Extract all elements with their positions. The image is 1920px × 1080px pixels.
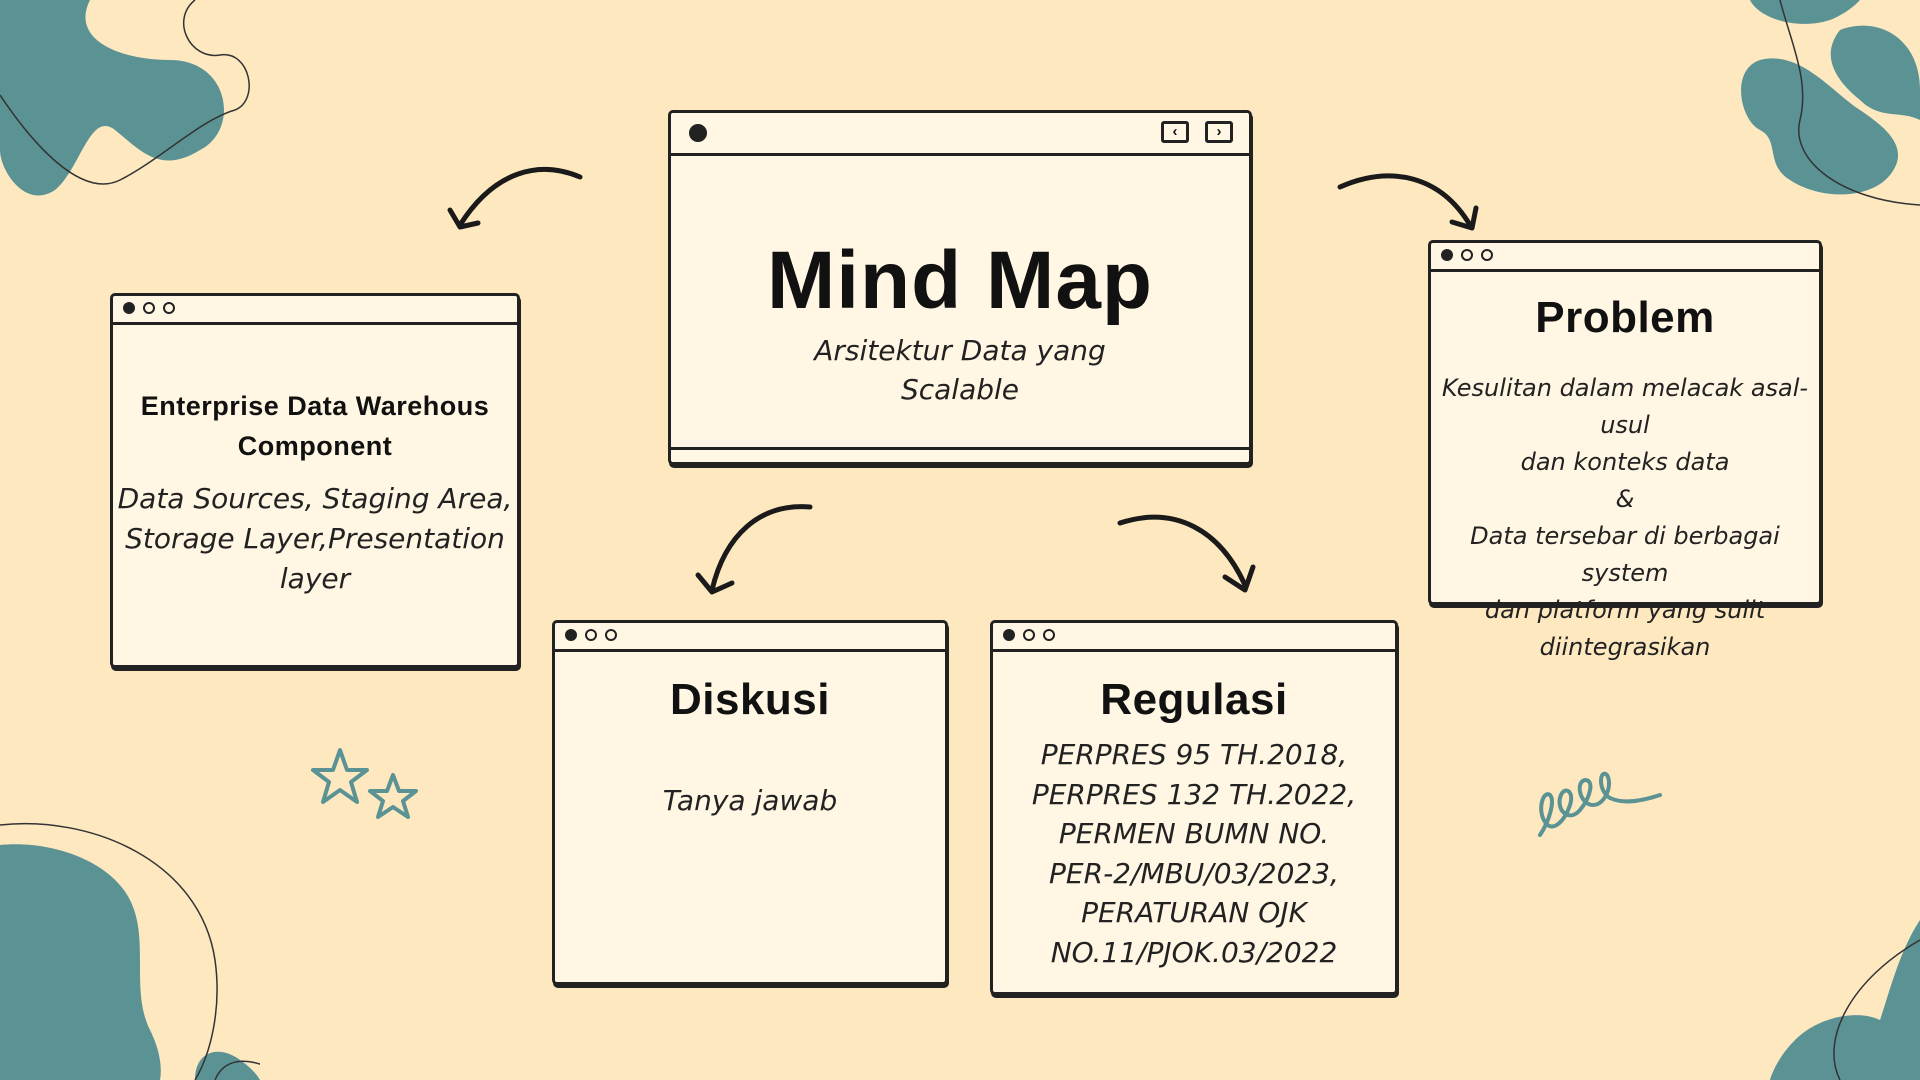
- node-problem: Problem Kesulitan dalam melacak asal-usu…: [1428, 240, 1822, 661]
- window-dot-icon: [1441, 249, 1453, 261]
- window-dot-icon: [1461, 249, 1473, 261]
- window-dot-icon: [1481, 249, 1493, 261]
- node-title: Diskusi: [669, 675, 830, 724]
- node-body: Data Sources, Staging Area, Storage Laye…: [117, 482, 513, 595]
- blob-bottom-right: [1770, 920, 1920, 1080]
- node-title: Problem: [1535, 293, 1715, 342]
- window-dot-icon: [123, 302, 135, 314]
- window-title-bar: [113, 296, 517, 325]
- window-dot-icon: [689, 124, 707, 142]
- star-icon: [311, 748, 418, 819]
- window-dot-icon: [1003, 629, 1015, 641]
- window-dot-icon: [1023, 629, 1035, 641]
- node-title: Regulasi: [1100, 675, 1288, 724]
- page-subtitle: Arsitektur Data yang Scalable: [814, 334, 1106, 406]
- blob-top-left: [0, 0, 250, 196]
- node-title: Enterprise Data Warehous Component: [140, 391, 490, 461]
- window-title-bar: ‹ ›: [671, 113, 1249, 156]
- node-body: PERPRES 95 TH.2018, PERPRES 132 TH.2022,…: [1031, 738, 1357, 969]
- main-window: ‹ › Mind Map Arsitektur Data yang Scalab…: [668, 110, 1252, 465]
- node-body: Tanya jawab: [662, 784, 838, 817]
- node-diskusi: Diskusi Tanya jawab: [552, 620, 948, 985]
- arrow-icon: [1117, 514, 1256, 593]
- window-dot-icon: [163, 302, 175, 314]
- page-title: Mind Map: [766, 235, 1154, 326]
- blob-top-right: [1741, 0, 1920, 206]
- window-dot-icon: [605, 629, 617, 641]
- chevron-right-icon[interactable]: ›: [1205, 121, 1233, 143]
- blob-bottom-left: [0, 822, 260, 1080]
- chevron-left-icon[interactable]: ‹: [1161, 121, 1189, 143]
- window-dot-icon: [585, 629, 597, 641]
- arrow-icon: [1337, 173, 1479, 231]
- window-title-bar: [993, 623, 1395, 652]
- window-dot-icon: [1043, 629, 1055, 641]
- node-body: Kesulitan dalam melacak asal-usul dan ko…: [1441, 374, 1809, 661]
- window-title-bar: [1431, 243, 1819, 272]
- window-title-bar: [555, 623, 945, 652]
- window-dot-icon: [143, 302, 155, 314]
- node-regulasi: Regulasi PERPRES 95 TH.2018, PERPRES 132…: [990, 620, 1398, 995]
- squiggle-icon: [1538, 771, 1662, 837]
- window-bottom-line: [671, 447, 1249, 450]
- arrow-icon: [447, 167, 583, 230]
- window-dot-icon: [565, 629, 577, 641]
- arrow-icon: [695, 504, 813, 595]
- node-enterprise: Enterprise Data Warehous Component Data …: [110, 293, 520, 668]
